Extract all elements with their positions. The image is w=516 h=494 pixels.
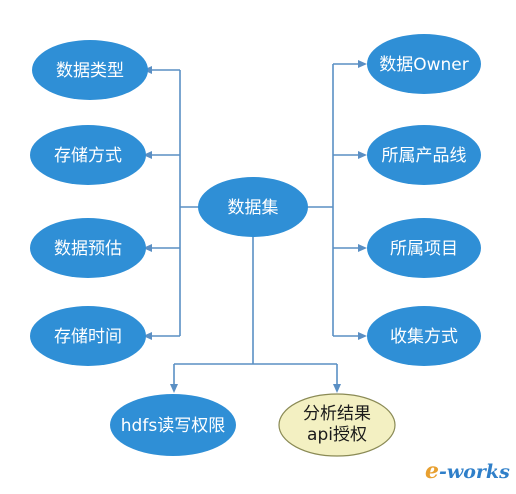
left-node-4-shape: [30, 306, 146, 366]
left-node-4: 存储时间: [30, 306, 146, 366]
arrowhead-left-4: [143, 332, 152, 340]
left-node-1-shape: [32, 40, 148, 100]
left-node-2-shape: [30, 125, 146, 185]
bottom-node-1-shape: [110, 394, 236, 456]
right-node-2-label: 所属产品线: [382, 146, 467, 166]
watermark-logo: e-works: [425, 458, 510, 484]
arrowheads: [143, 60, 367, 393]
right-node-3-shape: [367, 218, 481, 278]
left-node-4-label: 存储时间: [54, 327, 122, 347]
left-node-3-shape: [30, 218, 146, 278]
arrowhead-bottom-left: [170, 384, 178, 393]
watermark-e: e: [425, 458, 439, 484]
center-node-shape: [198, 177, 308, 237]
bottom-node-1: hdfs读写权限: [110, 394, 236, 456]
right-node-2-shape: [367, 125, 481, 185]
left-node-3: 数据预估: [30, 218, 146, 278]
bottom-node-2-label-line1: 分析结果: [303, 404, 371, 424]
center-node: 数据集: [198, 177, 308, 237]
right-node-4-shape: [367, 306, 481, 366]
watermark-works: -works: [439, 461, 510, 483]
bottom-node-2-shape: [278, 393, 396, 457]
center-node-label: 数据集: [228, 198, 279, 218]
bottom-node-2-label-line2: api授权: [307, 425, 367, 445]
right-node-3: 所属项目: [367, 218, 481, 278]
arrowhead-bottom-right: [333, 384, 341, 393]
bottom-node-2: 分析结果 api授权: [278, 393, 396, 457]
right-node-4-label: 收集方式: [390, 327, 458, 347]
connectors: [150, 63, 360, 386]
arrowhead-left-2: [143, 151, 152, 159]
left-node-3-label: 数据预估: [54, 239, 122, 259]
right-node-1-label: 数据Owner: [379, 55, 469, 75]
arrowhead-right-4: [358, 332, 367, 340]
arrowhead-right-3: [358, 244, 367, 252]
arrowhead-left-3: [143, 244, 152, 252]
left-node-2-label: 存储方式: [54, 146, 122, 166]
bottom-node-1-label: hdfs读写权限: [121, 416, 225, 436]
right-node-1: 数据Owner: [367, 34, 481, 94]
right-node-2: 所属产品线: [367, 125, 481, 185]
left-node-1-label: 数据类型: [56, 61, 124, 81]
left-node-2: 存储方式: [30, 125, 146, 185]
right-node-1-shape: [367, 34, 481, 94]
left-node-1: 数据类型: [32, 40, 148, 100]
right-node-3-label: 所属项目: [390, 239, 458, 259]
eworks-watermark: e-works: [425, 458, 510, 484]
arrowhead-right-1: [358, 60, 367, 68]
right-node-4: 收集方式: [367, 306, 481, 366]
arrowhead-right-2: [358, 151, 367, 159]
